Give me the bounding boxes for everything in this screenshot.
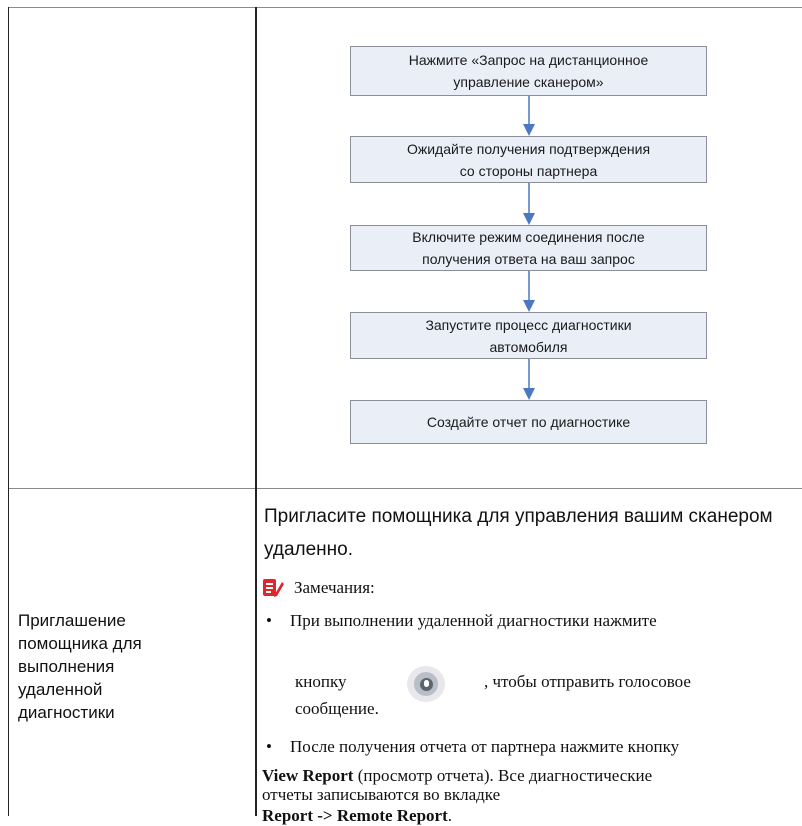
view-report-line: View Report (просмотр отчета). Все диагн… [262, 766, 652, 786]
flow-step-5: Создайте отчет по диагностике [350, 400, 707, 444]
flow-arrow-1 [523, 96, 535, 136]
flow-step-4-text: Запустите процесс диагностики автомобиля [425, 316, 632, 355]
bullet-2-text: После получения отчета от партнера нажми… [290, 737, 680, 756]
flow-arrow-3 [523, 271, 535, 312]
bullet-1-dot: • [266, 611, 272, 630]
table-column-divider [255, 7, 257, 816]
flow-step-1: Нажмите «Запрос на дистанционное управле… [350, 46, 707, 96]
flow-arrow-2 [523, 183, 535, 225]
bullet-1-line-2a: кнопку [295, 672, 347, 691]
view-report-label: View Report [262, 766, 354, 785]
flow-step-5-text: Создайте отчет по диагностике [426, 414, 631, 430]
flow-step-2-text: Ожидайте получения подтверждения со стор… [406, 140, 651, 179]
flow-step-3-text: Включите режим соединения после получени… [412, 229, 645, 267]
report-path-line: Report -> Remote Report. [262, 806, 452, 826]
view-report-desc: (просмотр отчета). Все диагностические [353, 766, 653, 785]
table-row-divider [8, 488, 802, 489]
row-label: Приглашение помощника для выполнения уда… [18, 611, 142, 722]
table-left-border [8, 7, 9, 816]
bullet-2-dot: • [266, 737, 272, 756]
notes-heading: Замечания: [262, 575, 375, 601]
intro-text: Пригласите помощника для управления ваши… [264, 506, 773, 560]
flow-step-1-text: Нажмите «Запрос на дистанционное управле… [408, 52, 649, 90]
notes-icon [263, 579, 284, 597]
flow-arrow-4 [523, 359, 535, 400]
bullet-1-line-2b: , чтобы отправить голосовое [484, 672, 691, 691]
bullet-1-line-3: сообщение. [295, 699, 379, 718]
flow-step-4: Запустите процесс диагностики автомобиля [350, 312, 707, 359]
flow-step-3: Включите режим соединения после получени… [350, 225, 707, 271]
records-line: отчеты записываются во вкладке [262, 785, 501, 804]
notes-title: Замечания: [294, 578, 375, 597]
flow-step-2: Ожидайте получения подтверждения со стор… [350, 136, 707, 183]
bullet-1-line-1: При выполнении удаленной диагностики наж… [290, 611, 657, 630]
table-top-border [8, 7, 802, 8]
microphone-icon [414, 672, 438, 696]
